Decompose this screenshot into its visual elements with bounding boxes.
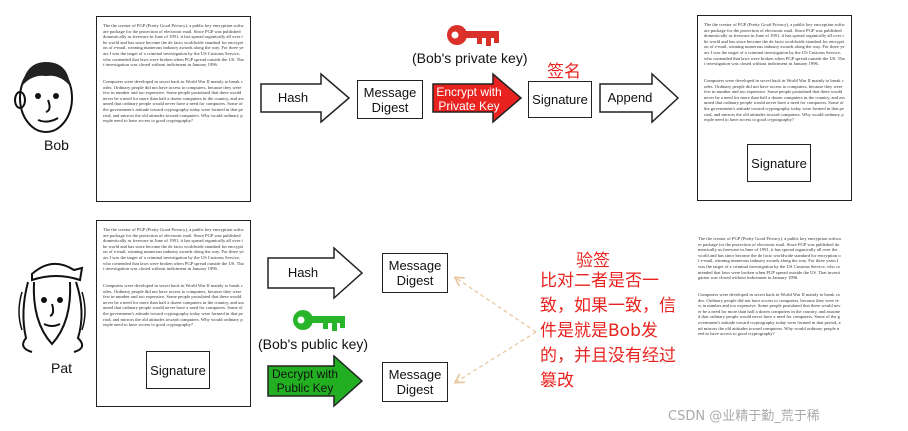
append-arrow: [599, 72, 680, 124]
reference-document: The the creator of PGP (Pretty Good Priv…: [692, 230, 847, 380]
bob-doc-paragraph-2: Computers were developed in secret back …: [103, 79, 244, 124]
received-signature-box: Signature: [146, 351, 210, 389]
encrypt-label: Encrypt with Private Key: [436, 85, 502, 113]
reference-doc-paragraph-2: Computers were developed in secret back …: [698, 292, 841, 337]
reference-doc-paragraph-1: The the creator of PGP (Pretty Good Priv…: [698, 236, 841, 281]
hash-arrow-top: [260, 72, 351, 124]
append-label: Append: [607, 90, 653, 105]
decrypt-label: Decrypt with Public Key: [271, 367, 339, 395]
hash-arrow-bottom: [267, 246, 364, 300]
signed-document: The the creator of PGP (Pretty Good Priv…: [697, 15, 852, 201]
sign-label: 签名: [547, 62, 581, 82]
decrypt-arrow: [267, 354, 364, 408]
red-private-key-icon: [447, 25, 499, 46]
message-digest-box-top: Message Digest: [357, 80, 423, 119]
encrypt-arrow: [432, 72, 523, 124]
bob-document: The the creator of PGP (Pretty Good Priv…: [96, 16, 251, 202]
appended-signature-box: Signature: [747, 144, 811, 182]
private-key-label: (Bob's private key): [412, 50, 528, 66]
received-doc-paragraph-2: Computers were developed in secret back …: [103, 283, 244, 328]
signed-doc-paragraph-2: Computers were developed in secret back …: [704, 78, 845, 123]
csdn-watermark: CSDN @业精于勤_荒于稀: [668, 409, 820, 424]
verify-label: 验签: [576, 251, 610, 271]
received-document: The the creator of PGP (Pretty Good Priv…: [96, 220, 251, 407]
bob-doc-paragraph-1: The the creator of PGP (Pretty Good Priv…: [103, 23, 244, 68]
green-public-key-icon: [293, 310, 345, 331]
comparison-explanation: 比对二者是否一致，如果一致，信件是就是Bob发的，并且没有经过篡改: [540, 271, 676, 391]
bob-name: Bob: [44, 137, 69, 153]
pat-face-illustration: [18, 263, 86, 353]
public-key-label: (Bob's public key): [258, 336, 369, 352]
received-doc-paragraph-1: The the creator of PGP (Pretty Good Priv…: [103, 227, 244, 272]
signature-box-top: Signature: [528, 81, 592, 118]
pat-name: Pat: [51, 360, 73, 376]
hash-label-bottom: Hash: [287, 265, 319, 280]
hash-label-top: Hash: [277, 90, 309, 105]
bob-face-illustration: [14, 62, 73, 133]
message-digest-box-from-decrypt: Message Digest: [382, 362, 448, 402]
message-digest-box-from-hash: Message Digest: [382, 253, 448, 293]
signed-doc-paragraph-1: The the creator of PGP (Pretty Good Priv…: [704, 22, 845, 67]
